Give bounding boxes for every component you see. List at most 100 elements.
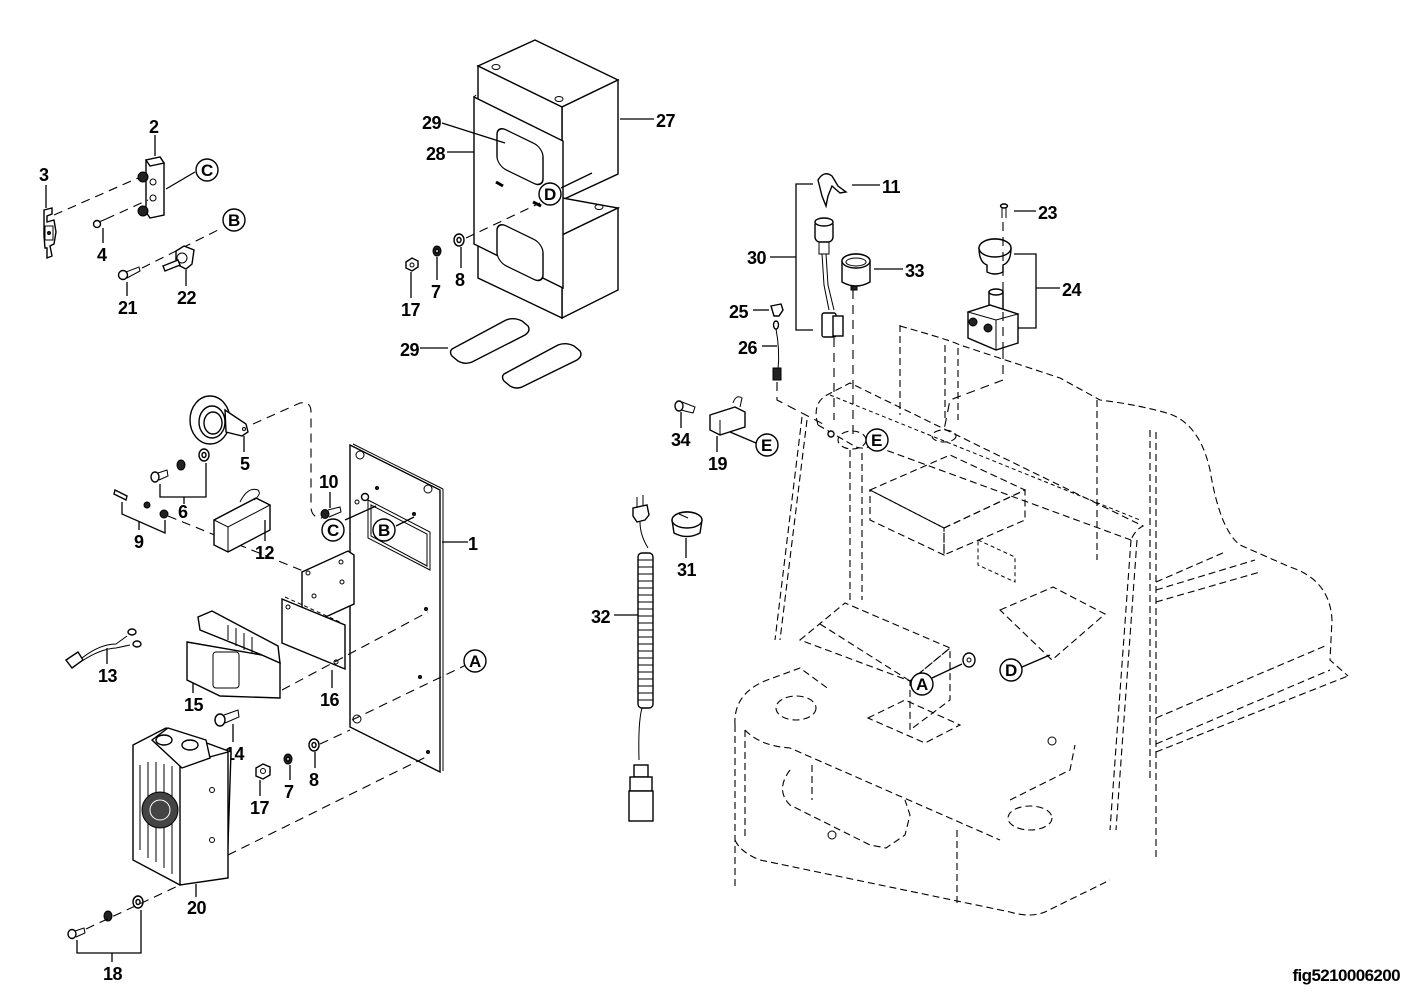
part-number-16: 16 [320,690,340,710]
part-21-bolt[interactable] [117,266,141,281]
part-number-15: 15 [184,695,204,715]
part-number-12: 12 [255,543,275,563]
part-number-28: 28 [426,144,446,164]
part-number-2: 2 [149,117,159,137]
part-number-7-top: 7 [431,282,441,302]
part-24-emergency-stop-switch[interactable] [966,238,1020,351]
part-7-lock-washer-lower[interactable] [283,753,293,765]
callout-D-label: D [544,185,556,204]
part-22-stud[interactable] [162,245,195,272]
callout-E-chassis-label: E [871,431,882,450]
control-components: 11 30 33 25 2 [671,173,1082,474]
part-10-screw[interactable] [320,492,370,519]
part-33-gauge[interactable] [841,253,871,291]
part-8-washer-lower[interactable] [308,738,320,752]
callout-B-label: B [228,211,240,230]
truck-chassis-frame: E A D [734,325,1349,916]
part-number-8-lower: 8 [309,770,319,790]
part-number-13: 13 [98,666,118,686]
part-number-18: 18 [103,964,123,984]
part-5-horn[interactable] [189,395,249,445]
part-20-battery-charger[interactable] [132,727,232,886]
part-1-mounting-plate[interactable] [349,443,444,774]
part-number-29-pad: 29 [400,340,420,360]
part-number-6: 6 [178,502,188,522]
part-17-nut-lower[interactable] [255,763,271,780]
callout-D-chassis: D [999,658,1023,682]
part-number-20: 20 [187,898,207,918]
callout-A-chassis: A [910,672,934,696]
callout-D-top: D [538,182,562,206]
callout-D-chassis-label: D [1005,661,1017,680]
part-number-10: 10 [319,472,339,492]
part-11-key[interactable] [817,173,848,209]
part-number-19: 19 [708,454,728,474]
battery-box-assembly: 27 28 29 D 17 7 8 [400,39,676,389]
part-number-34: 34 [671,430,691,450]
callout-B-panel: B [372,518,396,542]
part-16-circuit-board[interactable] [281,596,346,671]
callout-A-panel: A [463,649,487,673]
part-32-coiled-charger-cord[interactable] [628,495,654,822]
part-23-screw[interactable] [999,203,1009,218]
callout-E-label: E [761,436,772,455]
part-13-cable[interactable] [64,628,142,669]
part-17-nut-top[interactable] [405,257,419,272]
callout-C-top: C [195,158,219,182]
part-number-23: 23 [1038,203,1058,223]
callout-C-panel: C [321,518,345,542]
callout-B-top: B [222,208,246,232]
part-number-27: 27 [656,111,676,131]
callout-E-switch: E [755,433,779,457]
part-number-31: 31 [677,560,697,580]
part-15-motor-controller[interactable] [186,610,281,699]
part-26-wire[interactable] [772,320,782,381]
part-18-screw-set[interactable] [67,895,144,940]
part-30-key-switch[interactable] [814,217,844,338]
part-number-30: 30 [747,248,767,268]
callout-C-panel-label: C [327,521,339,540]
terminal-block-assembly: 2 C 3 4 21 [39,117,246,318]
part-31-cap[interactable] [671,511,703,538]
part-14-bolt[interactable] [214,709,240,727]
part-9-screw-set[interactable] [113,488,169,519]
part-number-21: 21 [118,298,138,318]
part-3-fuse[interactable] [43,207,57,260]
part-7-lock-washer-top[interactable] [432,245,442,257]
charger-cord-assembly: 32 31 [591,495,703,822]
part-8-washer-top[interactable] [453,233,465,247]
part-number-32: 32 [591,607,611,627]
part-28-cover-panel[interactable] [473,94,564,290]
part-4-screw[interactable] [92,218,107,229]
part-number-5: 5 [240,454,250,474]
part-12-contactor[interactable] [212,488,272,553]
part-number-11: 11 [882,177,901,197]
part-number-7-lower: 7 [284,782,294,802]
part-number-8-top: 8 [455,270,465,290]
part-number-3: 3 [39,165,49,185]
part-6-screw-set[interactable] [150,448,210,483]
part-number-33: 33 [905,261,925,281]
part-number-17-lower: 17 [250,798,270,818]
part-number-17-top: 17 [401,300,421,320]
callout-C-label: C [201,161,213,180]
part-number-1: 1 [468,534,478,554]
part-number-26: 26 [738,338,758,358]
part-number-9: 9 [134,532,144,552]
part-number-22: 22 [177,288,197,308]
callout-E-chassis: E [865,428,889,452]
part-34-bolt[interactable] [674,400,696,414]
figure-id-label: fig5210006200 [1292,966,1400,985]
callout-A-panel-label: A [469,652,481,671]
part-2-terminal-block[interactable] [137,156,166,219]
part-number-29-window: 29 [422,113,442,133]
part-29-pad[interactable] [449,318,582,389]
callout-B-panel-label: B [378,521,390,540]
part-number-25: 25 [729,302,749,322]
part-25-plug[interactable] [770,303,784,317]
mounting-panel-assembly: 1 5 6 9 [64,395,487,984]
part-number-24: 24 [1062,280,1082,300]
part-19-microswitch[interactable] [709,396,746,436]
callout-A-chassis-label: A [916,675,928,694]
